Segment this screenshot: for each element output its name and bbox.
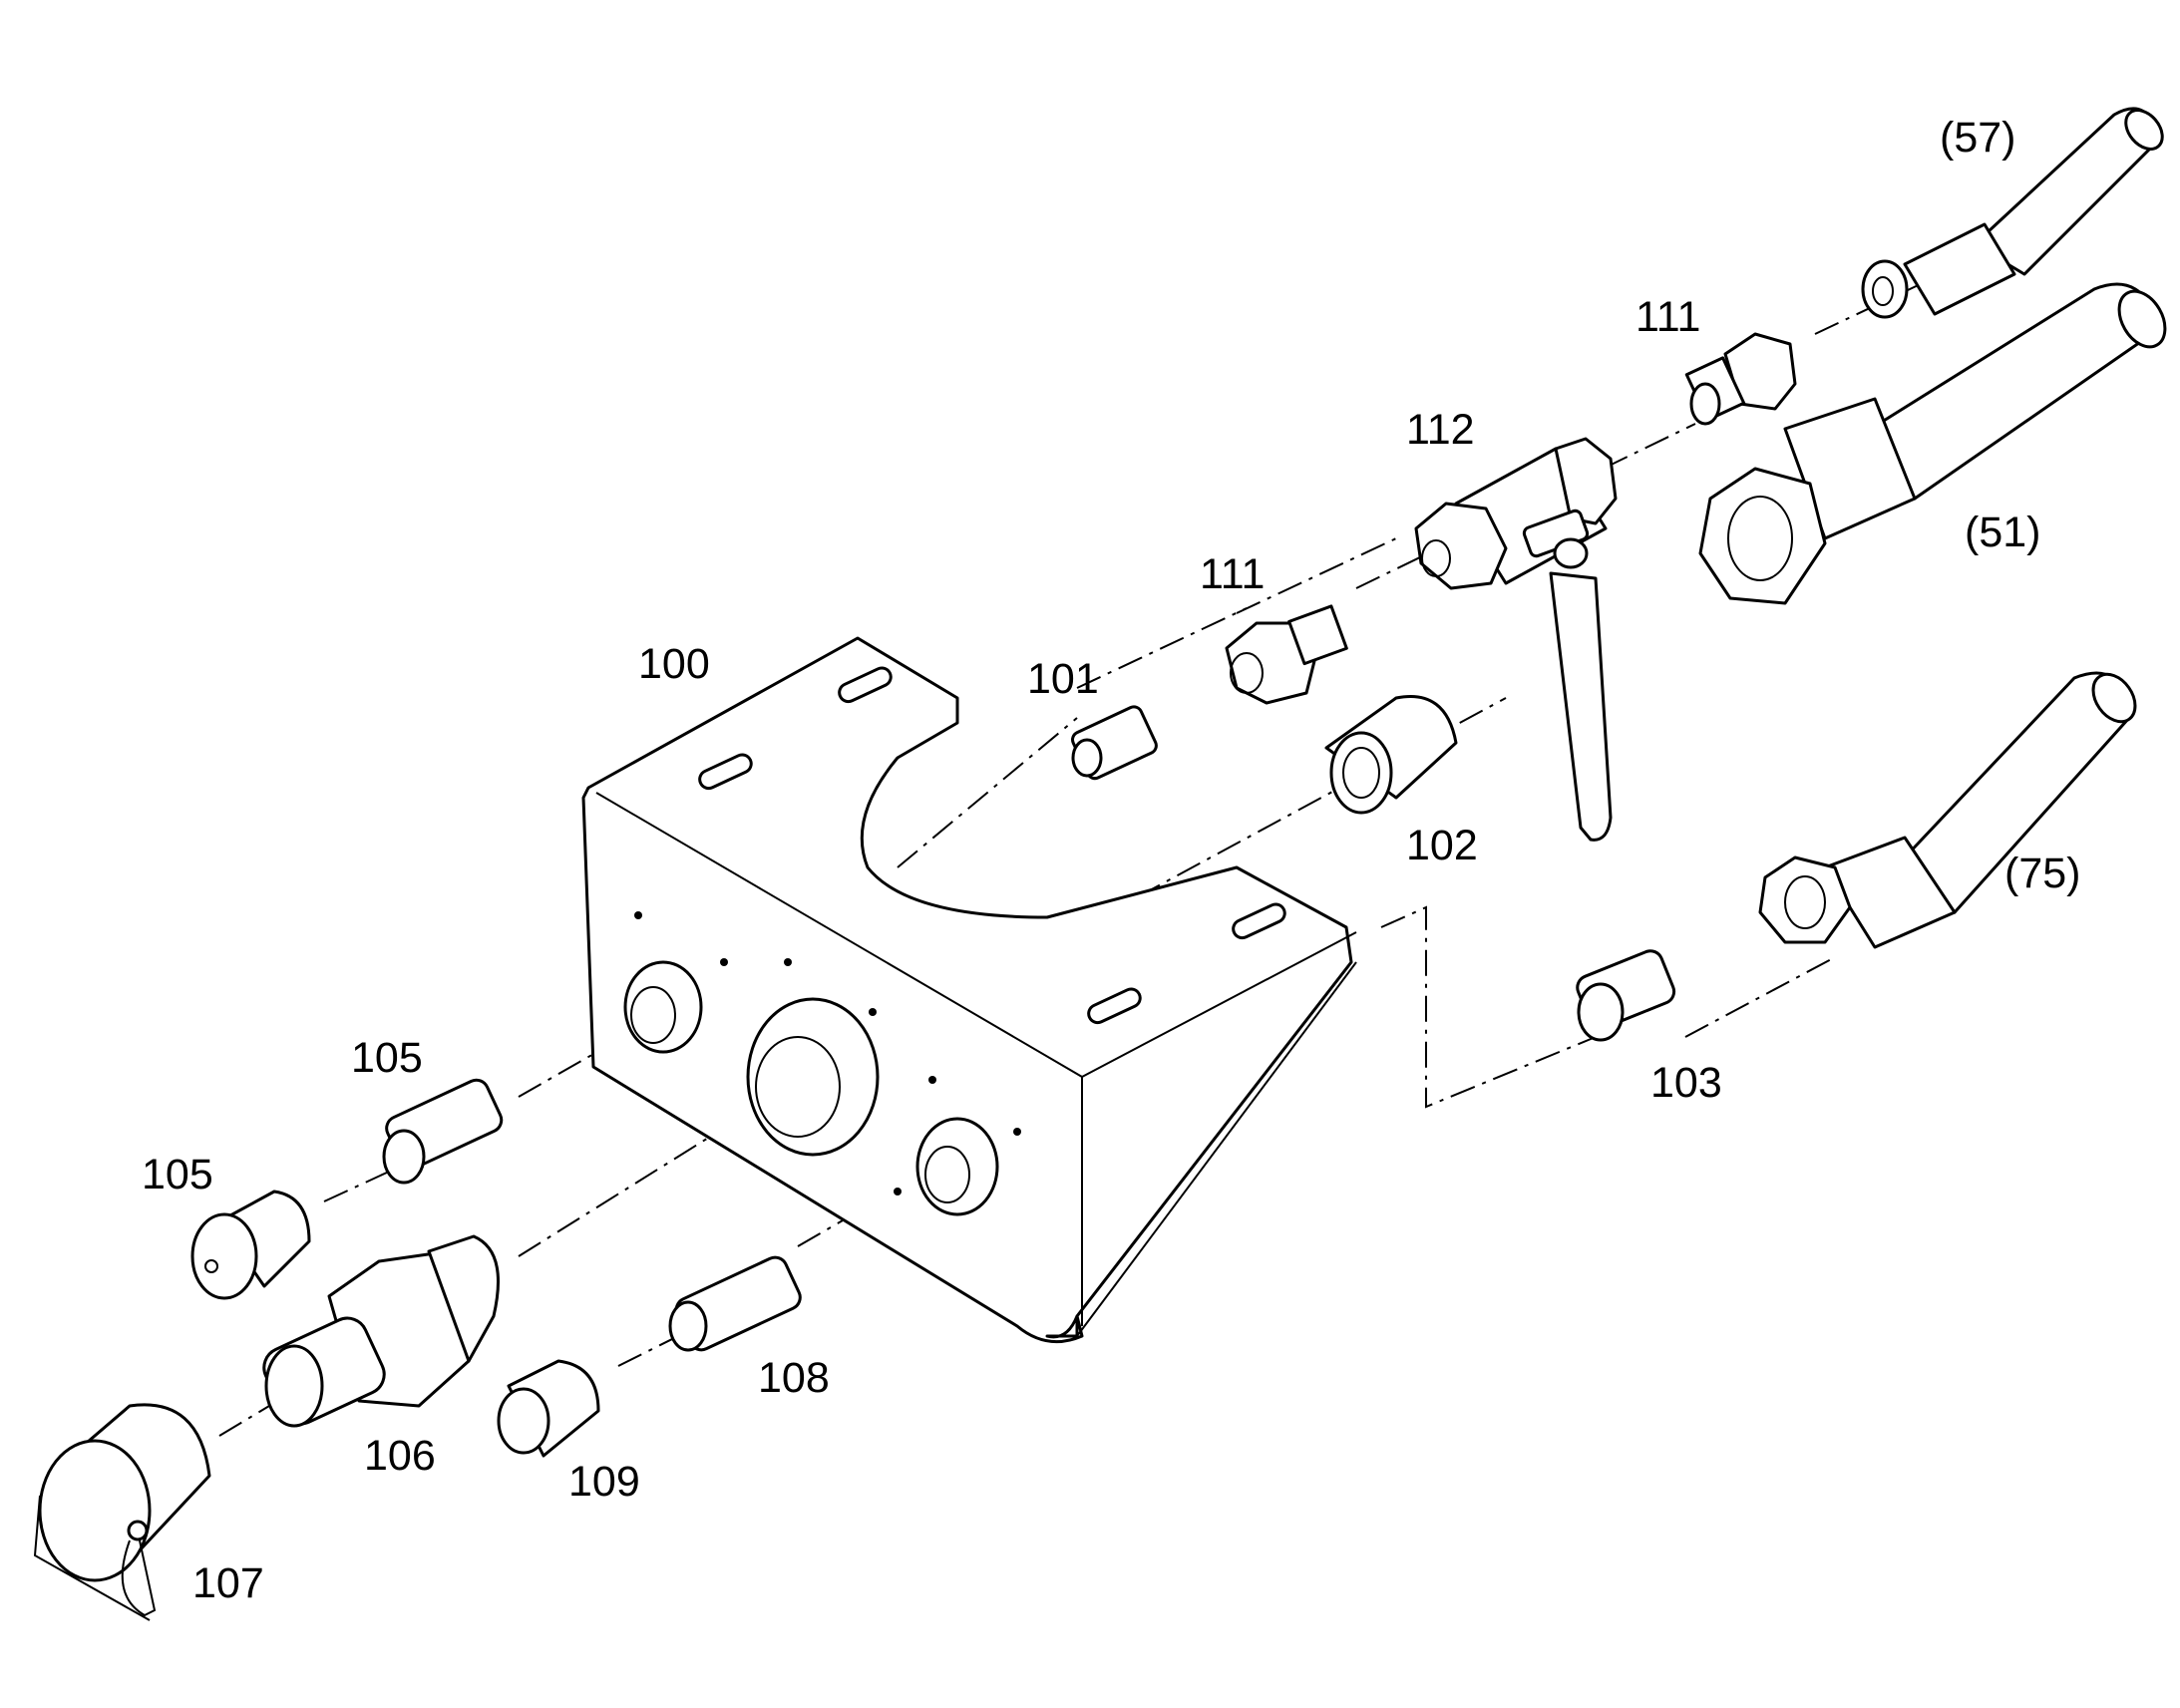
hose-75	[1758, 671, 2137, 949]
label-101: 101	[1027, 655, 1099, 703]
label-111-top: 111	[1635, 293, 1700, 341]
label-75: (75)	[2004, 850, 2080, 897]
label-102: 102	[1406, 822, 1478, 869]
fitting-103	[1576, 949, 1676, 1042]
fitting-101	[1071, 705, 1158, 781]
label-100: 100	[638, 640, 710, 688]
hose-57	[1861, 107, 2164, 319]
label-107: 107	[192, 1559, 264, 1607]
label-112: 112	[1406, 406, 1475, 454]
hose-51	[1698, 282, 2167, 605]
label-57: (57)	[1940, 114, 2015, 162]
assembly-centerlines	[218, 243, 2005, 1437]
label-103: 103	[1650, 1059, 1722, 1107]
label-105-plug: 105	[142, 1151, 213, 1198]
fitting-105-threaded	[382, 1078, 504, 1185]
plug-109	[497, 1359, 600, 1458]
label-111-middle: 111	[1200, 550, 1265, 598]
dust-cap-107	[33, 1403, 211, 1621]
label-51: (51)	[1965, 509, 2040, 556]
fitting-108	[668, 1255, 802, 1352]
label-105-threaded: 105	[351, 1034, 423, 1082]
fitting-102	[1324, 695, 1458, 815]
fitting-111-top	[1684, 332, 1797, 426]
coupling-106	[262, 1234, 500, 1428]
mounting-bracket-100	[581, 636, 1357, 1344]
ball-valve-112	[1414, 437, 1618, 842]
fitting-111-middle	[1225, 604, 1348, 705]
label-108: 108	[758, 1354, 830, 1402]
plug-105	[190, 1190, 311, 1300]
label-109: 109	[568, 1458, 640, 1506]
label-106: 106	[364, 1432, 436, 1480]
